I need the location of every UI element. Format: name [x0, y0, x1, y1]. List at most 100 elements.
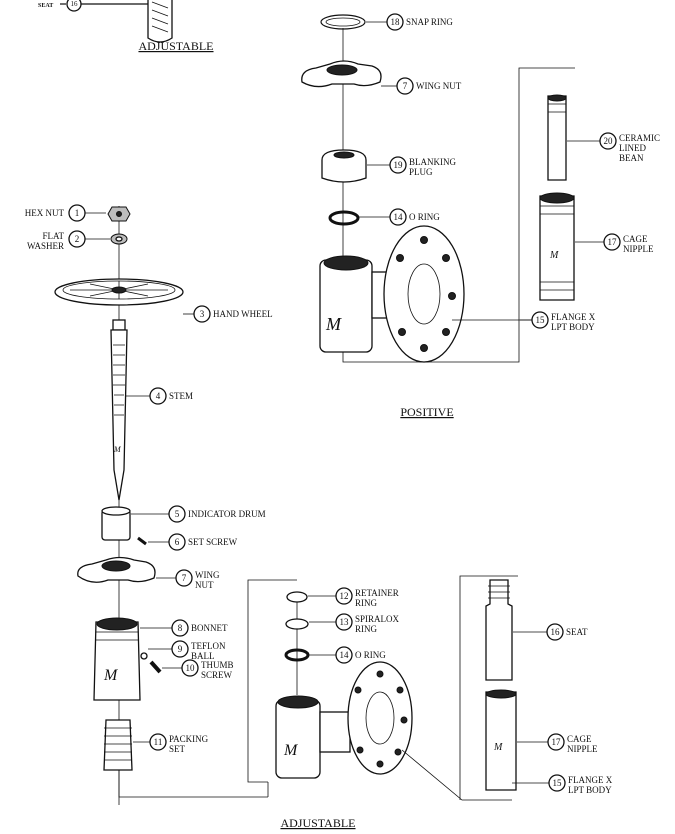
- callout-number: 10: [186, 663, 196, 673]
- ceramic-lined-bean-part: [547, 95, 567, 181]
- callout-number: 14: [394, 212, 404, 222]
- callout-number: 14: [340, 650, 350, 660]
- callout-label-line: BALL: [191, 651, 215, 661]
- callout-label-line: NUT: [195, 580, 214, 590]
- callout-number: 8: [178, 623, 183, 633]
- callout-label-line: WING: [195, 570, 220, 580]
- callout-label-line: NIPPLE: [567, 744, 598, 754]
- callout-label-line: FLAT: [42, 231, 64, 241]
- callout-label-line: CERAMIC: [619, 133, 660, 143]
- callout-label-line: FLANGE X: [568, 775, 613, 785]
- callout-circle: [548, 774, 566, 792]
- callout-label-line: FLANGE X: [551, 312, 596, 322]
- callout-label-line: WASHER: [27, 241, 64, 251]
- retainer-ring-part: [286, 591, 308, 603]
- adjustable-body-part: [275, 699, 321, 779]
- callout-label-line: O RING: [409, 212, 440, 222]
- callout-label-line: INDICATOR DRUM: [188, 509, 266, 519]
- callout-number: 15: [536, 315, 546, 325]
- callout-label-line: SET SCREW: [188, 537, 238, 547]
- callout-number: 17: [552, 737, 562, 747]
- callout-circle: [171, 619, 189, 637]
- callout-c14b: 14 O RING: [309, 646, 386, 664]
- callout-label-line: BLANKING: [409, 157, 456, 167]
- callout-number: 19: [394, 160, 404, 170]
- callout-c8: 8 BONNET: [140, 619, 228, 637]
- snap-ring-part: [320, 14, 366, 30]
- callout-label-line: BONNET: [191, 623, 228, 633]
- callout-circle: [68, 204, 86, 222]
- callout-label-line: LPT BODY: [568, 785, 612, 795]
- callout-number: 3: [200, 309, 205, 319]
- callout-number: 18: [391, 17, 401, 27]
- callout-number: 2: [75, 234, 80, 244]
- callout-label-line: SCREW: [201, 670, 233, 680]
- callout-circle: [531, 311, 549, 329]
- callout-number: 7: [403, 81, 408, 91]
- callout-label-line: WING NUT: [416, 81, 462, 91]
- callout-label-line: TEFLON: [191, 641, 226, 651]
- svg-text:M: M: [493, 742, 503, 753]
- callout-circle: [335, 587, 353, 605]
- callout-circle: [181, 659, 199, 677]
- svg-text:M: M: [113, 445, 122, 454]
- callout-label-line: BEAN: [619, 153, 644, 163]
- callout-label-line: CAGE: [567, 734, 592, 744]
- callout-number: 9: [178, 644, 183, 654]
- callout-number: 7: [182, 573, 187, 583]
- callout-label-line: PACKING: [169, 734, 209, 744]
- callout-number: 4: [156, 391, 161, 401]
- packing-set-part: [103, 719, 133, 771]
- positive-body-part: [319, 259, 373, 353]
- callout-label-line: HEX NUT: [25, 208, 65, 218]
- callout-label-line: RING: [355, 598, 377, 608]
- svg-text:M: M: [325, 314, 342, 334]
- callout-label-line: RETAINER: [355, 588, 399, 598]
- body-neck-part: [319, 711, 351, 753]
- adjustable-flange-part: [347, 661, 413, 775]
- callout-number: 15: [553, 778, 563, 788]
- bonnet-part: [93, 621, 141, 701]
- callout-c7b: 7 WING NUT: [381, 77, 462, 95]
- callout-circle: [603, 233, 621, 251]
- callout-circle: [546, 623, 564, 641]
- callout-number: 1: [75, 208, 80, 218]
- callout-circle: [175, 569, 193, 587]
- callout-label-line: SET: [169, 744, 186, 754]
- stem-top: [112, 319, 126, 331]
- callout-c1: 1 HEX NUT: [25, 204, 106, 222]
- callout-label-line: LINED: [619, 143, 646, 153]
- callout-number: 11: [154, 737, 163, 747]
- bottom-adjustable-title: ADJUSTABLE: [280, 816, 355, 830]
- callout-number: 17: [608, 237, 618, 247]
- callout-label-line: O RING: [355, 650, 386, 660]
- callout-label-line: NIPPLE: [623, 244, 654, 254]
- spiralox-ring-part: [285, 618, 309, 630]
- positive-body-assembly: M M POSITIVE: [301, 14, 575, 419]
- callout-circle: [149, 733, 167, 751]
- callout-circle: [386, 13, 404, 31]
- callout-circle: [149, 387, 167, 405]
- callout-circle: [171, 640, 189, 658]
- top-adjustable-title: ADJUSTABLE: [138, 39, 213, 53]
- adjustable-stack: M M: [54, 206, 268, 805]
